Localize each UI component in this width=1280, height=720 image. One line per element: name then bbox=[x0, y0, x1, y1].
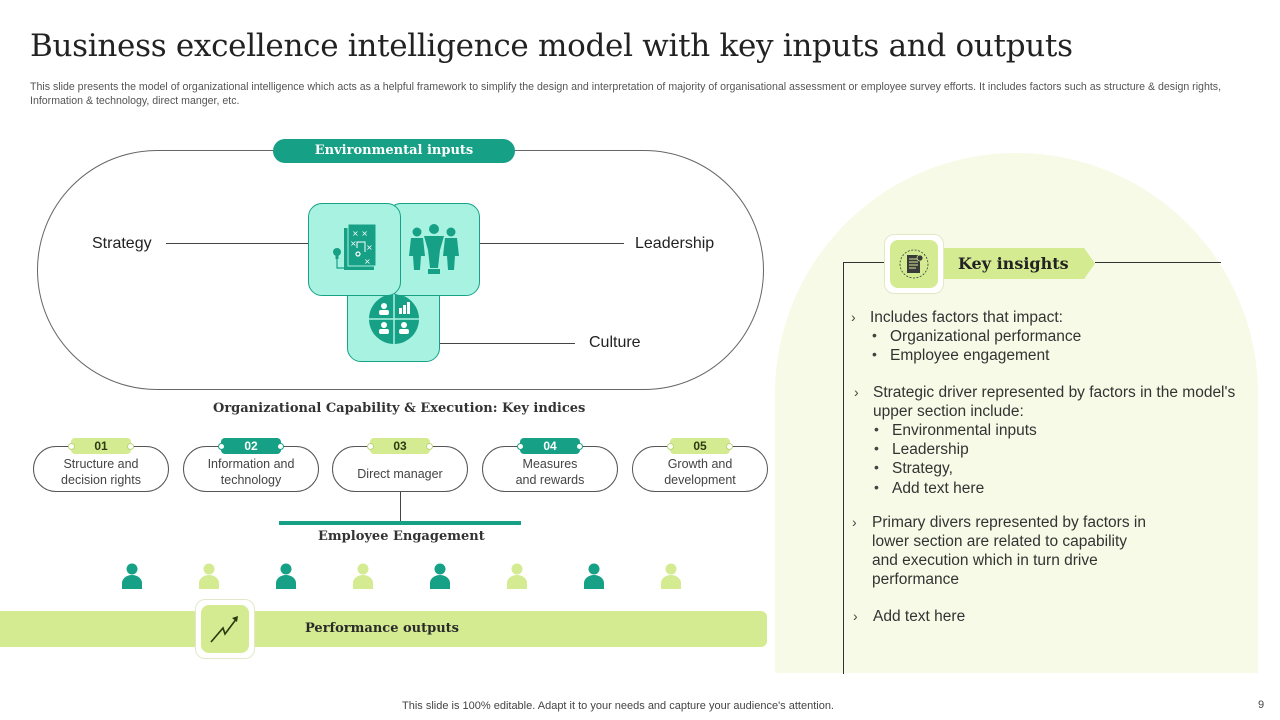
insight-1-heading: Includes factors that impact: bbox=[870, 309, 1063, 326]
notes-document-icon bbox=[899, 249, 929, 279]
person-icon bbox=[507, 563, 527, 589]
insight-2-heading-line: Strategic driver represented by factors … bbox=[873, 384, 1236, 401]
insight-3-line: and execution which in turn drive bbox=[872, 552, 1098, 569]
insight-2-bullet: Leadership bbox=[892, 441, 969, 458]
key-insights-title: Key insights bbox=[958, 254, 1069, 273]
insights-bracket-right bbox=[1095, 262, 1221, 263]
svg-text:×: × bbox=[350, 239, 357, 248]
svg-text:×: × bbox=[366, 243, 373, 252]
slide-title: Business excellence intelligence model w… bbox=[30, 28, 1073, 64]
index-number-tag: 02 bbox=[218, 438, 284, 454]
insight-2-bullet: Environmental inputs bbox=[892, 422, 1037, 439]
performance-outputs-label: Performance outputs bbox=[305, 621, 459, 636]
chevron-right-icon: › bbox=[851, 309, 856, 325]
insight-3-line: Primary divers represented by factors in bbox=[872, 514, 1146, 531]
index-number-tag: 05 bbox=[667, 438, 733, 454]
index-card-label: Structure and decision rights bbox=[34, 456, 168, 488]
index-number-tag: 03 bbox=[367, 438, 433, 454]
index-label-line: and rewards bbox=[515, 473, 585, 487]
bullet-icon: • bbox=[874, 459, 879, 475]
performance-outputs-bar bbox=[0, 611, 767, 647]
chevron-right-icon: › bbox=[853, 608, 858, 624]
footer-note: This slide is 100% editable. Adapt it to… bbox=[402, 700, 834, 712]
chevron-right-icon: › bbox=[854, 384, 859, 400]
strategy-board-icon: × × × × × bbox=[332, 223, 376, 270]
culture-connector bbox=[432, 343, 575, 344]
engagement-connector bbox=[400, 492, 401, 522]
insight-2-heading-line: upper section include: bbox=[873, 403, 1024, 420]
insight-2-bullet: Add text here bbox=[892, 480, 985, 497]
leadership-connector bbox=[479, 243, 624, 244]
strategy-tile: × × × × × bbox=[308, 203, 401, 296]
environmental-inputs-tag: Environmental inputs bbox=[273, 139, 515, 163]
index-label-line: Structure and bbox=[63, 457, 139, 471]
person-icon bbox=[276, 563, 296, 589]
insight-4-heading: Add text here bbox=[873, 608, 966, 625]
capability-heading: Organizational Capability & Execution: K… bbox=[213, 401, 586, 416]
bullet-icon: • bbox=[874, 440, 879, 456]
index-label-line: decision rights bbox=[61, 473, 141, 487]
index-card-label: Direct manager bbox=[333, 466, 467, 482]
leadership-label: Leadership bbox=[635, 235, 715, 252]
person-icon bbox=[584, 563, 604, 589]
key-insights-icon-frame bbox=[884, 234, 944, 294]
index-number-tag: 01 bbox=[68, 438, 134, 454]
key-insights-panel bbox=[775, 153, 1258, 673]
index-card-label: Information and technology bbox=[184, 456, 318, 488]
svg-text:×: × bbox=[364, 257, 371, 266]
performance-icon-frame bbox=[195, 599, 255, 659]
index-card-label: Measures and rewards bbox=[483, 456, 617, 488]
insight-2-bullet: Strategy, bbox=[892, 460, 953, 477]
culture-pie-icon bbox=[368, 294, 419, 344]
index-label-line: Growth and bbox=[667, 457, 733, 471]
index-label-line: Information and bbox=[207, 457, 295, 471]
person-icon bbox=[122, 563, 142, 589]
index-card: Direct manager bbox=[332, 446, 468, 492]
insight-3-line: performance bbox=[872, 571, 960, 588]
growth-arrow-icon bbox=[210, 616, 238, 643]
bullet-icon: • bbox=[872, 346, 877, 362]
insight-3-line: lower section are related to capability bbox=[872, 533, 1128, 550]
bullet-icon: • bbox=[874, 479, 879, 495]
insight-1-bullet: Organizational performance bbox=[890, 328, 1082, 345]
chevron-right-icon: › bbox=[852, 514, 857, 530]
insights-bracket-vertical bbox=[843, 262, 844, 674]
person-icon bbox=[199, 563, 219, 589]
bullet-icon: • bbox=[874, 421, 879, 437]
index-label-line: technology bbox=[220, 473, 282, 487]
engagement-bar bbox=[279, 521, 521, 525]
strategy-connector bbox=[166, 243, 309, 244]
bullet-icon: • bbox=[872, 327, 877, 343]
svg-text:× ×: × × bbox=[352, 229, 368, 238]
insight-1-bullet: Employee engagement bbox=[890, 347, 1050, 364]
person-icon bbox=[353, 563, 373, 589]
insights-bracket-left bbox=[843, 262, 887, 263]
key-insights-tag bbox=[940, 248, 1095, 279]
index-label-line: Direct manager bbox=[357, 467, 443, 481]
index-card: Information and technology bbox=[183, 446, 319, 492]
slide-subtitle: This slide presents the model of organiz… bbox=[30, 81, 1222, 107]
index-number-tag: 04 bbox=[517, 438, 583, 454]
person-icon bbox=[661, 563, 681, 589]
culture-label: Culture bbox=[589, 334, 641, 351]
leadership-team-icon bbox=[408, 223, 459, 274]
employee-engagement-heading: Employee Engagement bbox=[318, 529, 485, 544]
index-label-line: development bbox=[664, 473, 736, 487]
strategy-label: Strategy bbox=[92, 235, 152, 252]
index-card-label: Growth and development bbox=[633, 456, 767, 488]
index-label-line: Measures bbox=[522, 457, 578, 471]
index-card: Structure and decision rights bbox=[33, 446, 169, 492]
person-icon bbox=[430, 563, 450, 589]
page-number: 9 bbox=[1258, 699, 1265, 711]
